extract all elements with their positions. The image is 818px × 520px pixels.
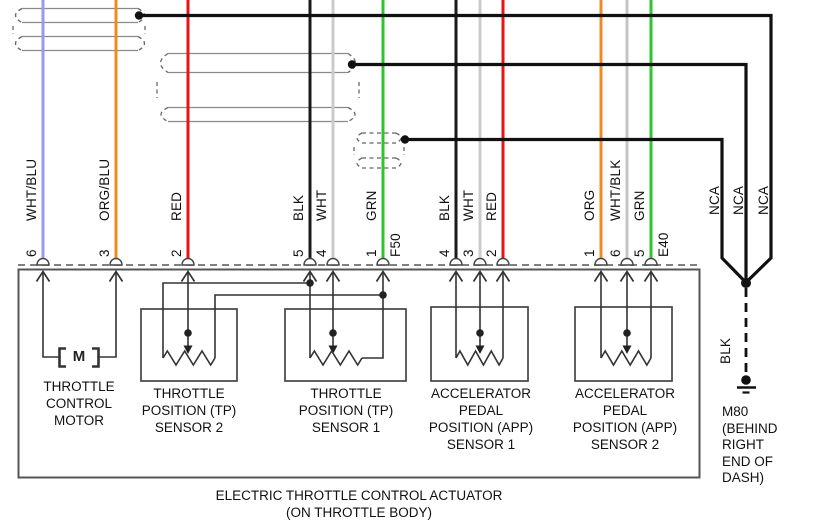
nca-label: NCA (731, 185, 746, 215)
component-boxes (17, 268, 701, 479)
terminal-bump (376, 257, 390, 266)
wire-color-label: RED (169, 191, 184, 221)
tp-sensor-1-box (284, 308, 407, 382)
wiper-dot (476, 329, 484, 337)
wire-color-label: WHT/BLU (24, 158, 39, 221)
tp1-high-line (362, 272, 384, 359)
potentiometer-resistors (162, 349, 652, 367)
pin-number: 4 (314, 249, 329, 257)
motor-brackets (58, 347, 100, 368)
splice-dot (400, 135, 410, 144)
splice-dot (134, 11, 144, 20)
pin-arrow (619, 269, 635, 282)
pin-number: 5 (632, 249, 647, 257)
wiper-dot (329, 329, 337, 337)
app-sensor-2-box (574, 306, 673, 382)
nca-label: NCA (756, 185, 771, 215)
pin-arrow (448, 269, 464, 282)
nca-label: NCA (707, 185, 722, 215)
pin-number: 4 (437, 249, 452, 257)
pass-through-connector-symbols (12, 7, 405, 169)
wire-color-label: GRN (364, 190, 379, 221)
pin-number: 2 (169, 249, 184, 257)
tp2-low-line (162, 282, 310, 358)
wiper-dot (184, 329, 192, 337)
pin-arrow (375, 269, 391, 282)
terminal-bump (644, 257, 658, 266)
wire-color-label: RED (484, 191, 499, 221)
terminal-bump (473, 257, 487, 266)
pin-number: 3 (97, 249, 112, 257)
connector-id-label: E40 (656, 232, 671, 257)
pin-number: 1 (364, 249, 379, 257)
wire-color-label: WHT/BLK (608, 159, 623, 221)
pin-arrow (643, 269, 659, 282)
terminal-bumps (36, 257, 658, 266)
wire-color-label: WHT (461, 189, 476, 221)
harness-wires (41, 0, 653, 260)
tp-sensor-1-label: THROTTLE POSITION (TP) SENSOR 1 (298, 386, 394, 435)
app-sensor-2-label: ACCELERATOR PEDAL POSITION (APP) SENSOR … (572, 386, 678, 452)
wiper-arrow (622, 345, 632, 354)
wire-color-label: BLK (291, 194, 306, 221)
terminal-bump (594, 257, 608, 266)
junction-dot (741, 278, 751, 288)
tp-sensor-2-label: THROTTLE POSITION (TP) SENSOR 2 (141, 386, 237, 435)
resistor-zigzag (455, 349, 504, 367)
internal-wiring (42, 272, 652, 368)
pin-number: 2 (484, 249, 499, 257)
pin-arrow (302, 269, 318, 282)
throttle-control-motor-label: THROTTLE CONTROL MOTOR (43, 379, 115, 428)
pin-number: 6 (608, 249, 623, 257)
wire-color-label: WHT (314, 189, 329, 221)
wire-color-label: ORG (582, 189, 597, 221)
terminal-bump (181, 257, 195, 266)
connector-id-label: F50 (388, 233, 403, 257)
pin-number: 3 (461, 249, 476, 257)
pin-arrow (495, 269, 511, 282)
pin-arrow (180, 269, 196, 282)
wiper-arrow (183, 345, 193, 354)
wiper-arrow (475, 345, 485, 354)
pin-number: 5 (291, 249, 306, 257)
ground-dot (741, 375, 751, 385)
ground-splice-lines (134, 11, 773, 394)
ground-wire-color-label: BLK (718, 337, 733, 364)
pin-arrow (593, 269, 609, 282)
ground-point-label: M80 (BEHIND RIGHT END OF DASH) (722, 404, 778, 485)
diagram-caption: ELECTRIC THROTTLE CONTROL ACTUATOR (ON T… (215, 488, 503, 520)
junction-dot (379, 291, 387, 299)
actuator-box (17, 268, 701, 479)
terminal-bump (109, 257, 123, 266)
terminal-bump (36, 257, 50, 266)
wiper-dot (623, 329, 631, 337)
terminal-bump (449, 257, 463, 266)
pin-number: 6 (24, 249, 39, 257)
resistor-zigzag (309, 349, 363, 367)
app-sensor-1-label: ACCELERATOR PEDAL POSITION (APP) SENSOR … (428, 386, 534, 452)
terminal-bump (326, 257, 340, 266)
pin-arrows (35, 269, 659, 282)
pin-number: 1 (582, 249, 597, 257)
resistor-zigzag (600, 349, 652, 367)
splice-dot (347, 60, 357, 69)
pin-arrow (325, 269, 341, 282)
wire-color-label: ORG/BLU (97, 158, 112, 221)
pin-arrow (35, 269, 51, 282)
resistor-zigzag (162, 349, 216, 367)
pin-arrow (472, 269, 488, 282)
tp2-high-line (214, 294, 383, 358)
motor-symbol: M (72, 348, 86, 365)
terminal-bump (303, 257, 317, 266)
terminal-bump (620, 257, 634, 266)
wire-color-label: GRN (632, 190, 647, 221)
junction-dot (306, 279, 314, 287)
wire-color-label: BLK (437, 194, 452, 221)
pin-arrow (108, 269, 124, 282)
wiper-arrow (328, 345, 338, 354)
tp-sensor-2-box (140, 308, 238, 382)
terminal-bump (496, 257, 510, 266)
